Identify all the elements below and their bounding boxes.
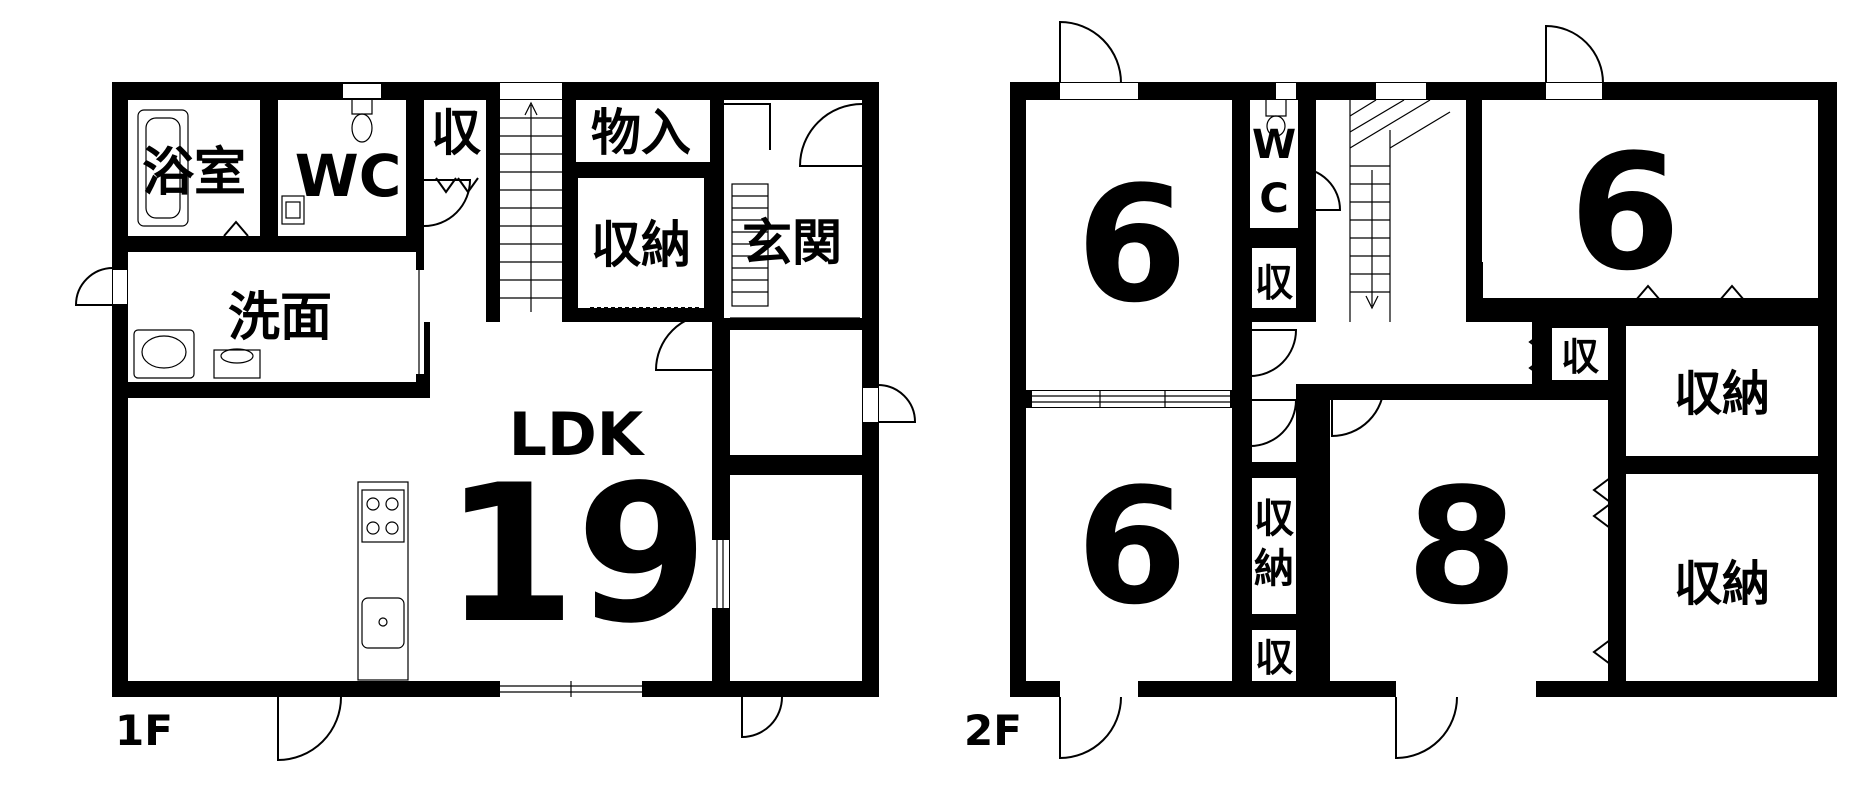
bath-room [128,100,260,236]
label-wc-w: W [1252,122,1296,168]
bathtub [137,109,189,227]
floor-1f-plan: 浴室 WC 収 物入 収納 玄関 洗面 LDK 19 1F [74,82,917,762]
entrance-room [724,100,862,318]
storage-room [424,100,486,180]
label-storage: 収 [431,104,481,162]
east-room-lower [730,475,862,681]
label-cabinet-a: 収納 [1674,366,1770,422]
storage-a [1252,248,1296,308]
east-room-upper [730,330,862,455]
label-entrance: 玄関 [742,214,842,272]
closet-room [576,100,710,162]
wc-room [278,100,406,236]
toilet-fixture [281,100,373,225]
floor-1f-label: 1F [115,706,173,755]
label-storage-d-2: 納 [1254,546,1294,592]
hall-area [424,180,486,322]
cabinet-room [578,178,704,308]
entrance-step [730,183,860,319]
kitchen-counter [357,481,409,681]
cabinet-a [1626,326,1818,456]
wc-2f-room [1250,100,1298,228]
stair-treads-1f [500,101,562,312]
floor-2f-plan: 6 6 6 8 W C 収 収 収 収 納 収納 収納 2F [964,20,1837,760]
room-se [1330,400,1608,681]
label-storage-b: 収 [1561,335,1599,379]
room-nw [1026,100,1232,390]
label-washroom: 洗面 [228,288,332,348]
storage-b [1552,328,1608,380]
floor-2f-label: 2F [964,706,1022,755]
size-room-sw: 6 [1076,453,1187,640]
label-storage-a: 収 [1255,261,1293,305]
label-cabinet: 収納 [591,216,691,274]
storage-d [1252,478,1296,614]
cabinet-b [1626,474,1818,681]
washbasin [133,329,261,379]
size-room-nw: 6 [1076,151,1187,338]
stair-treads-2f [1349,99,1451,322]
size-room-ne: 6 [1569,119,1680,306]
label-bath: 浴室 [142,143,246,203]
washroom-room [128,252,416,382]
label-ldk-size: 19 [444,444,708,665]
ldk-room [128,398,712,681]
label-wc: WC [295,142,402,210]
size-room-se: 8 [1406,453,1517,640]
label-cabinet-b: 収納 [1674,556,1770,612]
label-storage-c: 収 [1255,636,1293,680]
ldk-upper-area [430,322,712,402]
hall-2f-upper [1252,322,1296,462]
label-closet: 物入 [591,104,691,162]
room-ne [1482,100,1818,298]
label-storage-d-1: 収 [1254,496,1294,542]
toilet-fixture-2f [1265,100,1287,137]
room-sw [1026,408,1232,681]
storage-c [1252,630,1296,681]
label-ldk: LDK [509,400,646,470]
hall-2f [1296,322,1532,384]
label-wc-c: C [1259,176,1288,222]
